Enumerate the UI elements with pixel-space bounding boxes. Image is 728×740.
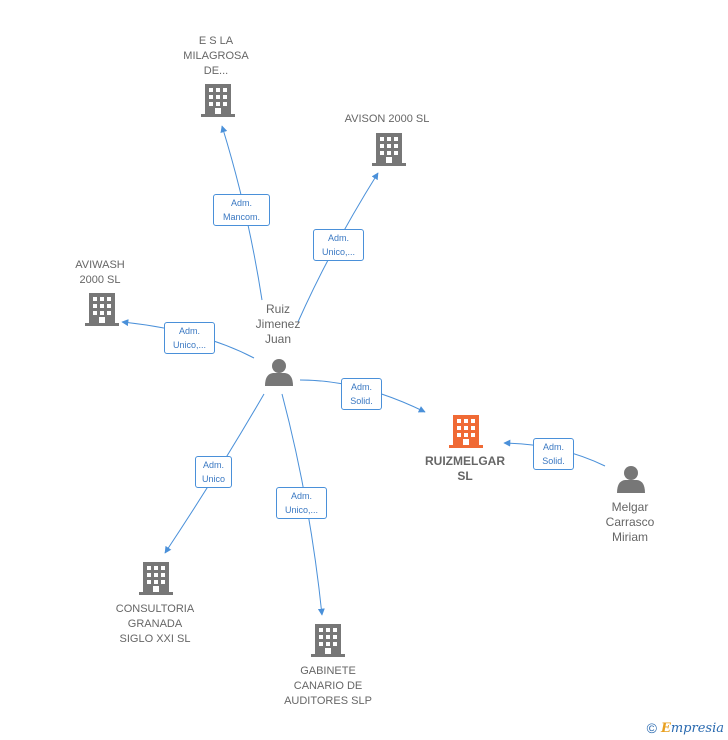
- person-icon[interactable]: [265, 359, 293, 386]
- edge-label-ruizmelgar: Adm. Solid.: [341, 378, 382, 410]
- edge-label-consultoria: Adm. Unico: [195, 456, 232, 488]
- node-label-melgar[interactable]: Melgar Carrasco Miriam: [605, 500, 655, 544]
- edge-label-mancom: Adm. Mancom.: [213, 194, 270, 226]
- edge-label-aviwash: Adm. Unico,...: [164, 322, 215, 354]
- building-icon[interactable]: [201, 84, 235, 117]
- edge-label-avison: Adm. Unico,...: [313, 229, 364, 261]
- building-icon[interactable]: [449, 415, 483, 448]
- node-label-aviwash[interactable]: AVIWASH 2000 SL: [75, 259, 125, 286]
- node-label-milagrosa[interactable]: E S LA MILAGROSA DE...: [183, 35, 249, 77]
- edge-label-melgar: Adm. Solid.: [533, 438, 574, 470]
- node-label-ruizmelgar[interactable]: RUIZMELGAR SL: [425, 454, 505, 483]
- building-icon[interactable]: [311, 624, 345, 657]
- person-icon[interactable]: [617, 466, 645, 493]
- node-label-gabinete[interactable]: GABINETE CANARIO DE AUDITORES SLP: [284, 665, 372, 707]
- building-icon[interactable]: [139, 562, 173, 595]
- node-label-ruiz[interactable]: Ruiz Jimenez Juan: [255, 302, 301, 346]
- node-label-avison[interactable]: AVISON 2000 SL: [344, 113, 430, 125]
- brand-logo: Empresia: [660, 720, 724, 736]
- footer-brand: © Empresia: [647, 720, 724, 736]
- copyright-icon: ©: [646, 720, 657, 736]
- edge-label-gabinete: Adm. Unico,...: [276, 487, 327, 519]
- node-label-consultoria[interactable]: CONSULTORIA GRANADA SIGLO XXI SL: [115, 603, 195, 645]
- building-icon[interactable]: [85, 293, 119, 326]
- building-icon[interactable]: [372, 133, 406, 166]
